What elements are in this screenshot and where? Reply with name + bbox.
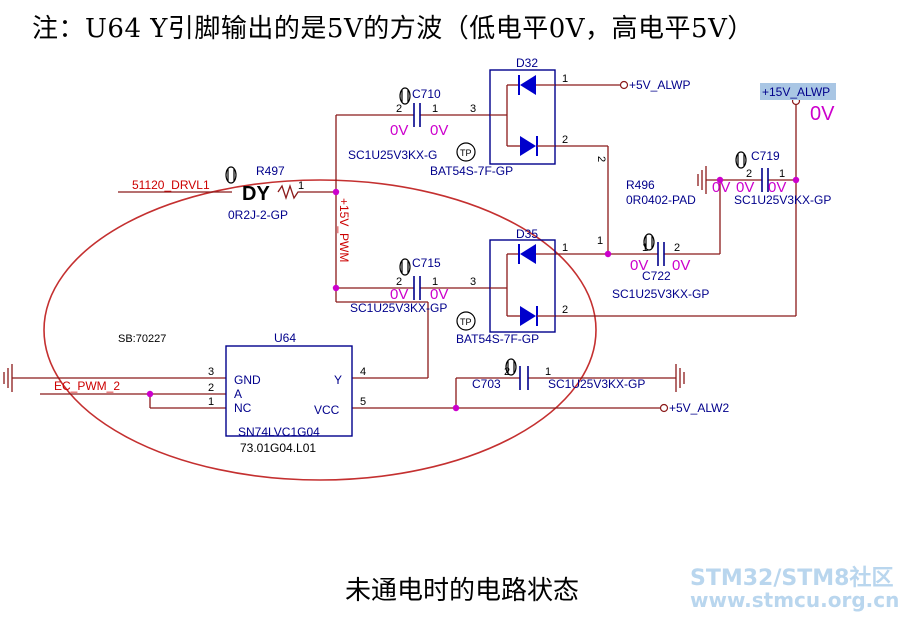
c710-pin2: 2	[396, 103, 402, 115]
voltage-c710-left: 0V	[390, 122, 408, 139]
svg-text:TP: TP	[460, 148, 472, 158]
net-label-pwm: +15V_PWM	[337, 198, 351, 262]
c703-ref: C703	[472, 377, 501, 391]
voltage-c715-left: 0V	[390, 286, 408, 303]
r497-ref: R497	[256, 164, 285, 178]
c722-part: SC1U25V3KX-GP	[612, 287, 709, 301]
u64-part: SN74LVC1G04	[238, 425, 320, 439]
ground-symbols	[3, 166, 707, 392]
junctions	[146, 176, 800, 412]
u64-pin-a: A	[234, 387, 242, 401]
u64-num-nc: 1	[208, 396, 214, 408]
watermark-line1: STM32/STM8社区	[690, 566, 894, 591]
voltage-c710-right: 0V	[430, 122, 448, 139]
net-label-5v-alw2: +5V_ALW2	[669, 401, 729, 415]
d32-part: BAT54S-7F-GP	[430, 164, 513, 178]
r497-pin1: 1	[298, 180, 304, 192]
d32-pin2: 2	[562, 134, 568, 146]
test-point-icon-labels: TP TP	[460, 148, 472, 327]
c722-pin1: 1	[642, 242, 648, 254]
u64-pin-gnd: GND	[234, 373, 261, 387]
u64-num-y: 4	[360, 366, 366, 378]
diode-d32	[489, 69, 556, 165]
c719-ref: C719	[751, 149, 780, 163]
c710-ref: C710	[412, 87, 441, 101]
capacitor-plates	[413, 103, 769, 390]
c722-ref: C722	[642, 269, 671, 283]
d35-pin2: 2	[562, 304, 568, 316]
c703-pin2: 2	[504, 366, 510, 378]
voltage-r496: 0V	[712, 179, 730, 196]
r496-part: 0R0402-PAD	[626, 193, 696, 207]
r496-ref: R496	[626, 178, 655, 192]
sheet-ref: SB:70227	[118, 333, 166, 345]
voltage-c719-left: 0V	[736, 179, 754, 196]
svg-text:TP: TP	[460, 317, 472, 327]
c719-part: SC1U25V3KX-GP	[734, 193, 831, 207]
c715-pin1: 1	[432, 276, 438, 288]
r496-pin2: 2	[595, 156, 607, 162]
voltage-15v-alwp: 0V	[810, 103, 835, 125]
u64-num-vcc: 5	[360, 396, 366, 408]
r496-pin1: 1	[597, 235, 603, 247]
u64-pin-y: Y	[334, 373, 342, 387]
c710-part: SC1U25V3KX-G	[348, 148, 437, 162]
c703-pin1: 1	[545, 366, 551, 378]
d32-ref: D32	[516, 56, 538, 70]
u64-pin-nc: NC	[234, 401, 252, 415]
c715-part: SC1U25V3KX-GP	[350, 301, 447, 315]
u64-num-gnd: 3	[208, 366, 214, 378]
net-label-drvl: 51120_DRVL1	[132, 178, 210, 192]
voltage-c715-right: 0V	[430, 286, 448, 303]
net-highlight	[760, 83, 836, 100]
voltage-c722-right: 0V	[672, 257, 690, 274]
d32-pin1: 1	[562, 73, 568, 85]
highlight-ellipse	[43, 179, 597, 481]
voltage-c719-right: 0V	[768, 179, 786, 196]
r497-resistor	[277, 183, 310, 201]
c703-part: SC1U25V3KX-GP	[548, 377, 645, 391]
watermark-line2: www.stmcu.org.cn	[690, 588, 900, 612]
dy-mark: DY	[242, 183, 270, 205]
probe-icon	[225, 87, 747, 376]
page-title: 注：U64 Y引脚输出的是5V的方波（低电平0V，高电平5V）	[32, 14, 754, 44]
caption: 未通电时的电路状态	[344, 576, 579, 606]
d35-part: BAT54S-7F-GP	[456, 332, 539, 346]
c710-pin1: 1	[432, 103, 438, 115]
voltage-c722-left: 0V	[630, 257, 648, 274]
c722-pin2: 2	[674, 242, 680, 254]
u64-code: 73.01G04.L01	[240, 441, 316, 455]
net-label-5v-alwp: +5V_ALWP	[629, 78, 690, 92]
u64-ref: U64	[274, 331, 296, 345]
c715-ref: C715	[412, 256, 441, 270]
u64-num-a: 2	[208, 382, 214, 394]
d35-ref: D35	[516, 227, 538, 241]
c715-pin2: 2	[396, 276, 402, 288]
test-point-icon	[456, 142, 476, 331]
diode-d35	[489, 239, 556, 333]
u64-pin-vcc: VCC	[314, 403, 340, 417]
r497-part: 0R2J-2-GP	[228, 208, 288, 222]
d35-pin1: 1	[562, 242, 568, 254]
c719-pin1: 1	[779, 168, 785, 180]
net-label-ecpwm: EC_PWM_2	[54, 379, 120, 393]
net-label-15v-alwp: +15V_ALWP	[762, 85, 830, 99]
u64-body	[225, 345, 353, 437]
d32-pin3: 3	[470, 103, 476, 115]
d35-pin3: 3	[470, 276, 476, 288]
c719-pin2: 2	[746, 168, 752, 180]
